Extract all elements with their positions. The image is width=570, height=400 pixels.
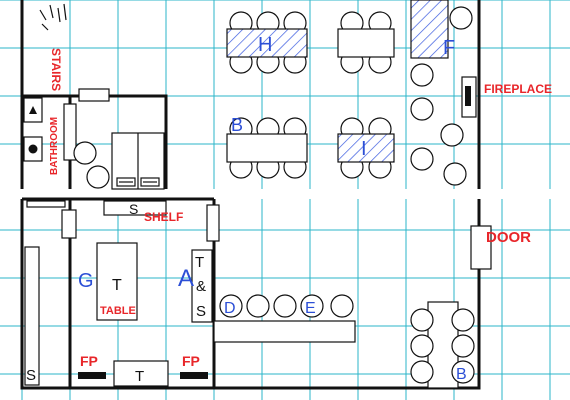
fireplace-label: FIREPLACE bbox=[484, 82, 552, 96]
table-b-upper-letter: B bbox=[231, 115, 243, 135]
s-corner-mark: S bbox=[26, 367, 36, 384]
s-mid-mark: S bbox=[196, 303, 206, 320]
t-top-mark: T bbox=[195, 254, 204, 271]
bathroom-label: BATHROOM bbox=[49, 117, 60, 175]
table-label: TABLE bbox=[100, 305, 136, 317]
bathroom-fixtures bbox=[23, 97, 77, 162]
fp-left-label: FP bbox=[80, 353, 98, 369]
seat-e-letter: E bbox=[305, 300, 316, 317]
stairs bbox=[39, 3, 67, 31]
area-g-letter: G bbox=[78, 270, 94, 292]
table-i-letter: I bbox=[361, 138, 367, 160]
lower-walls bbox=[20, 197, 481, 390]
stairs-label: STAIRS bbox=[49, 48, 63, 91]
small-room-furniture bbox=[73, 88, 165, 190]
fp-right-label: FP bbox=[182, 353, 200, 369]
seat-d-letter: D bbox=[224, 300, 236, 317]
table-g-t-mark: T bbox=[112, 277, 122, 294]
table-i bbox=[337, 117, 395, 179]
shelf-s-mark: S bbox=[129, 201, 138, 217]
fireplace-marks-lower bbox=[78, 372, 208, 379]
table-b-lower-letter: B bbox=[456, 366, 467, 383]
table-top-middle bbox=[337, 11, 395, 74]
amp-mark: & bbox=[196, 278, 206, 295]
table-h bbox=[226, 11, 308, 74]
door-icon bbox=[470, 225, 492, 270]
door-label: DOOR bbox=[486, 229, 531, 246]
shelf-label: SHELF bbox=[144, 210, 183, 224]
section-divider bbox=[0, 189, 570, 199]
bar-seating bbox=[213, 294, 356, 343]
right-seating bbox=[410, 97, 467, 186]
table-h-letter: H bbox=[258, 34, 272, 56]
table-f-letter: F bbox=[443, 37, 455, 59]
table-f bbox=[410, 0, 473, 87]
area-a-letter: A bbox=[178, 265, 194, 292]
t-bottom-mark: T bbox=[135, 368, 144, 385]
fireplace bbox=[461, 76, 477, 118]
table-b-upper bbox=[226, 117, 308, 179]
lower-left-furniture bbox=[24, 200, 220, 387]
table-b-lower bbox=[410, 301, 475, 389]
